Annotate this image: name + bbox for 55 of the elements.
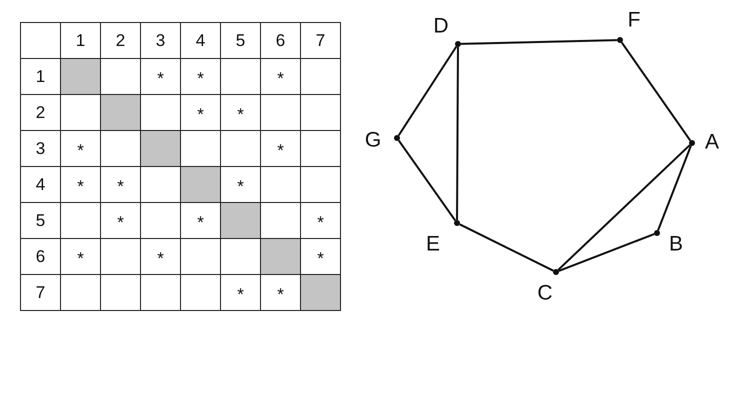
asterisk-mark: * bbox=[157, 248, 164, 267]
asterisk-mark: * bbox=[277, 140, 284, 159]
row-number: 2 bbox=[36, 104, 46, 121]
row-number: 4 bbox=[36, 176, 46, 193]
column-number: 7 bbox=[316, 32, 326, 49]
graph-edge bbox=[657, 145, 692, 231]
asterisk-mark: * bbox=[157, 68, 164, 87]
graph-edge bbox=[459, 223, 554, 272]
row-number: 3 bbox=[36, 140, 46, 157]
vertex-label: D bbox=[433, 16, 449, 36]
asterisk-mark: * bbox=[197, 104, 204, 123]
vertex-label: C bbox=[537, 282, 553, 304]
graph-edge bbox=[398, 46, 458, 136]
vertex-label: G bbox=[364, 130, 382, 150]
vertex-dot bbox=[553, 269, 559, 275]
asterisk-mark: * bbox=[77, 248, 84, 267]
graph-edge bbox=[620, 42, 692, 142]
row-number: 6 bbox=[36, 248, 46, 265]
asterisk-mark: * bbox=[277, 68, 284, 87]
column-number: 2 bbox=[116, 32, 126, 49]
asterisk-mark: * bbox=[117, 176, 124, 195]
vertex-dot bbox=[455, 41, 461, 47]
graph-edge bbox=[460, 39, 618, 45]
asterisk-mark: * bbox=[237, 284, 244, 303]
column-number: 1 bbox=[76, 32, 86, 49]
row-number: 1 bbox=[36, 68, 46, 85]
asterisk-mark: * bbox=[317, 212, 324, 231]
vertex-dot bbox=[654, 230, 660, 236]
asterisk-mark: * bbox=[237, 176, 244, 195]
graph-edge bbox=[557, 144, 691, 271]
asterisk-mark: * bbox=[117, 212, 124, 231]
graph-edge bbox=[456, 47, 459, 220]
vertex-dot bbox=[617, 37, 623, 43]
asterisk-mark: * bbox=[197, 212, 204, 231]
asterisk-mark: * bbox=[197, 68, 204, 87]
asterisk-mark: * bbox=[77, 176, 84, 195]
asterisk-mark: * bbox=[317, 248, 324, 267]
vertex-label: B bbox=[669, 234, 683, 254]
vertex-label: E bbox=[426, 234, 440, 254]
asterisk-mark: * bbox=[77, 140, 84, 159]
row-number: 5 bbox=[36, 212, 46, 229]
column-number: 6 bbox=[276, 32, 286, 49]
vertex-dot bbox=[689, 140, 695, 146]
graph-edge bbox=[398, 140, 456, 222]
vertex-dot bbox=[394, 135, 400, 141]
vertex-dot bbox=[454, 220, 460, 226]
column-number: 3 bbox=[156, 32, 166, 49]
asterisk-mark: * bbox=[277, 284, 284, 303]
row-number: 7 bbox=[36, 284, 46, 301]
column-number: 5 bbox=[236, 32, 246, 49]
column-number: 4 bbox=[196, 32, 206, 49]
graph-edge bbox=[558, 233, 655, 272]
vertex-label: F bbox=[628, 10, 640, 30]
vertex-label: A bbox=[705, 132, 719, 152]
asterisk-mark: * bbox=[237, 104, 244, 123]
